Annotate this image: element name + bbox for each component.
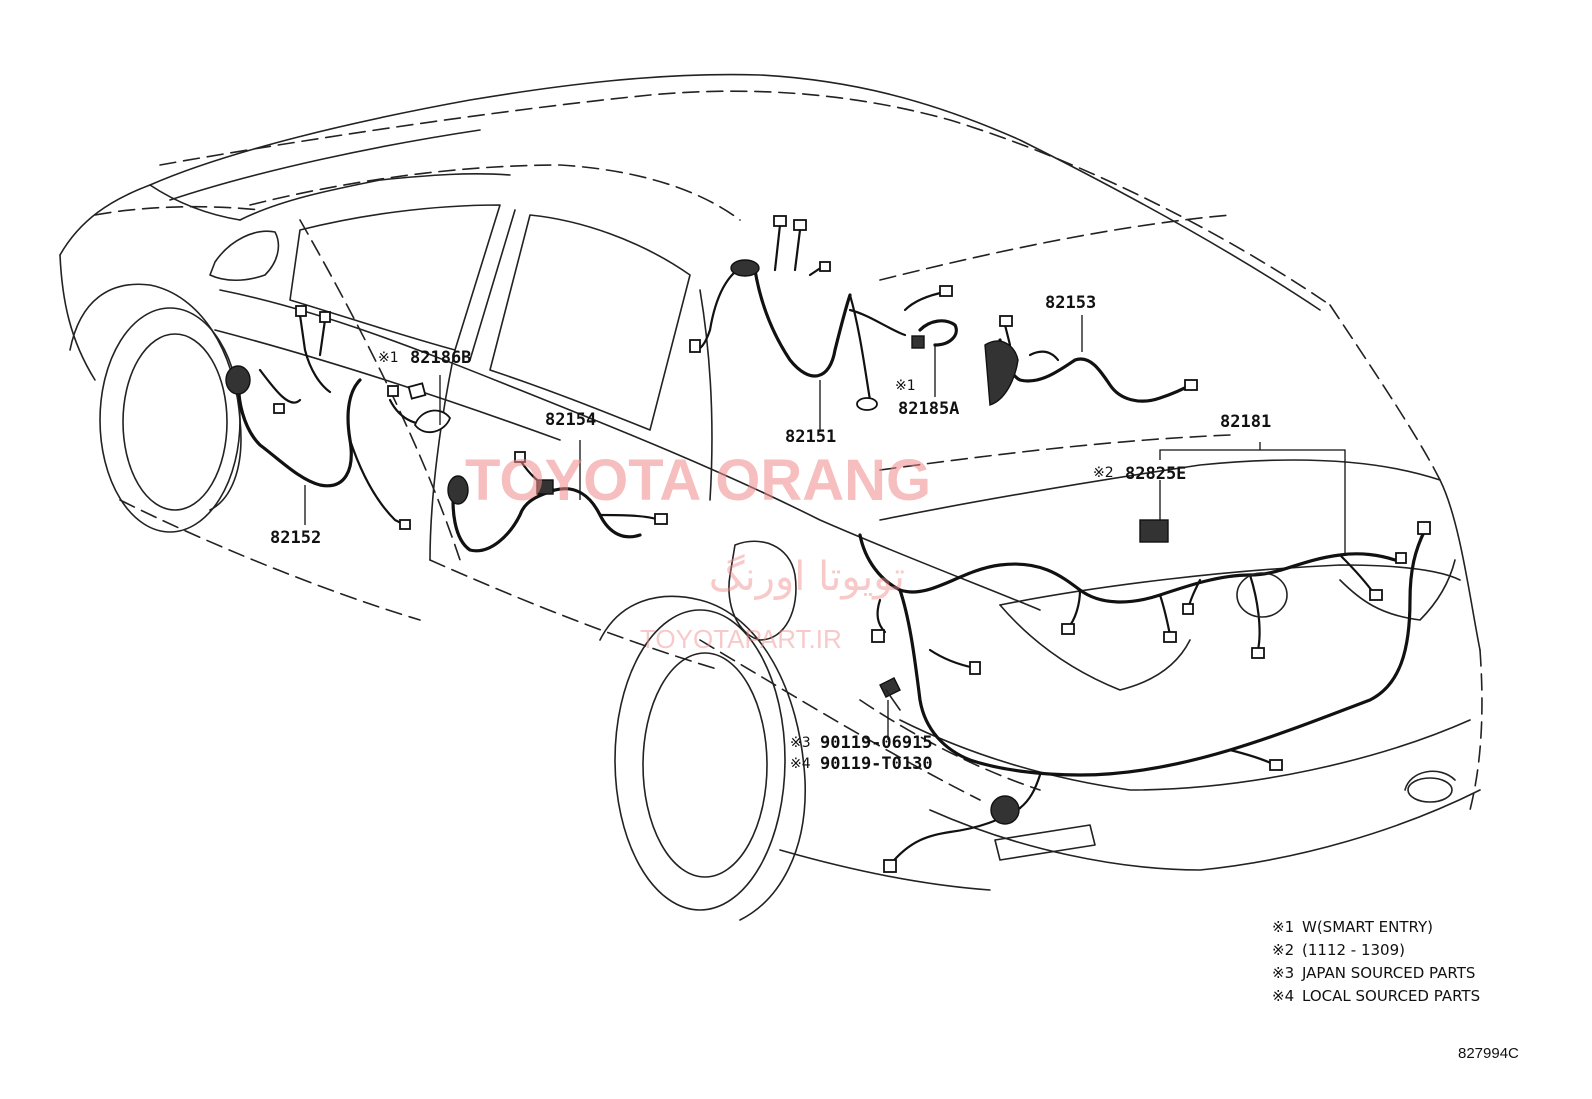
diagram-code: 827994C <box>1458 1045 1519 1062</box>
callout-82181: 82181 <box>1220 412 1271 432</box>
harness-82153 <box>984 315 1198 406</box>
part-number-82152: 82152 <box>270 528 321 548</box>
legend-text: W(SMART ENTRY) <box>1302 918 1433 936</box>
part-number-82181: 82181 <box>1220 412 1271 432</box>
part-number-82153: 82153 <box>1045 293 1096 313</box>
legend-text: (1112 - 1309) <box>1302 941 1405 959</box>
part-number-82151: 82151 <box>785 427 836 447</box>
callout-82825E: ※2 82825E <box>1093 464 1186 484</box>
callout-symbol: ※3 <box>790 735 811 751</box>
callout-82186B: ※1 82186B <box>378 348 471 368</box>
harness-82186B <box>387 382 452 434</box>
part-number-82825E: 82825E <box>1125 464 1186 484</box>
callout-bolts: ※3 90119-06915 ※4 90119-T0130 <box>790 733 933 774</box>
callout-symbol: ※4 <box>790 756 811 772</box>
bolt-icon <box>879 677 901 740</box>
watermark-url: TOYOTAPART.IR <box>640 624 842 654</box>
car-body-outline <box>59 73 1481 921</box>
harness-82151 <box>689 215 953 411</box>
leader-lines <box>304 315 1346 555</box>
harness-82185A <box>911 319 958 349</box>
legend-symbol: ※1 <box>1272 918 1294 936</box>
legend-text: LOCAL SOURCED PARTS <box>1302 987 1480 1005</box>
legend: ※1 W(SMART ENTRY) ※2 (1112 - 1309) ※3 JA… <box>1272 918 1480 1005</box>
part-number-90119-T0130: 90119-T0130 <box>820 754 933 774</box>
part-number-82185A: 82185A <box>898 399 959 419</box>
hidden-lines <box>94 90 1483 811</box>
harness-82152 <box>225 305 411 530</box>
callout-82151: 82151 <box>785 427 836 447</box>
callout-82154: 82154 <box>545 410 596 430</box>
legend-symbol: ※4 <box>1272 987 1294 1005</box>
callout-82153: 82153 <box>1045 293 1096 313</box>
callout-symbol: ※1 <box>895 378 916 394</box>
watermark-persian: تویوتا اورنگ <box>709 554 905 600</box>
callout-symbol: ※2 <box>1093 465 1114 481</box>
legend-text: JAPAN SOURCED PARTS <box>1301 964 1475 982</box>
part-number-82154: 82154 <box>545 410 596 430</box>
legend-symbol: ※2 <box>1272 941 1294 959</box>
part-number-90119-06915: 90119-06915 <box>820 733 933 753</box>
legend-symbol: ※3 <box>1272 964 1294 982</box>
callout-82152: 82152 <box>270 528 321 548</box>
callout-symbol: ※1 <box>378 350 399 366</box>
callout-82185A: ※1 82185A <box>895 378 959 419</box>
part-number-82186B: 82186B <box>410 348 471 368</box>
harness-82181 <box>858 519 1431 873</box>
harness-82154 <box>447 451 668 553</box>
watermark: TOYOTA ORANG تویوتا اورنگ TOYOTAPART.IR <box>465 448 931 654</box>
watermark-title: TOYOTA ORANG <box>465 448 931 513</box>
